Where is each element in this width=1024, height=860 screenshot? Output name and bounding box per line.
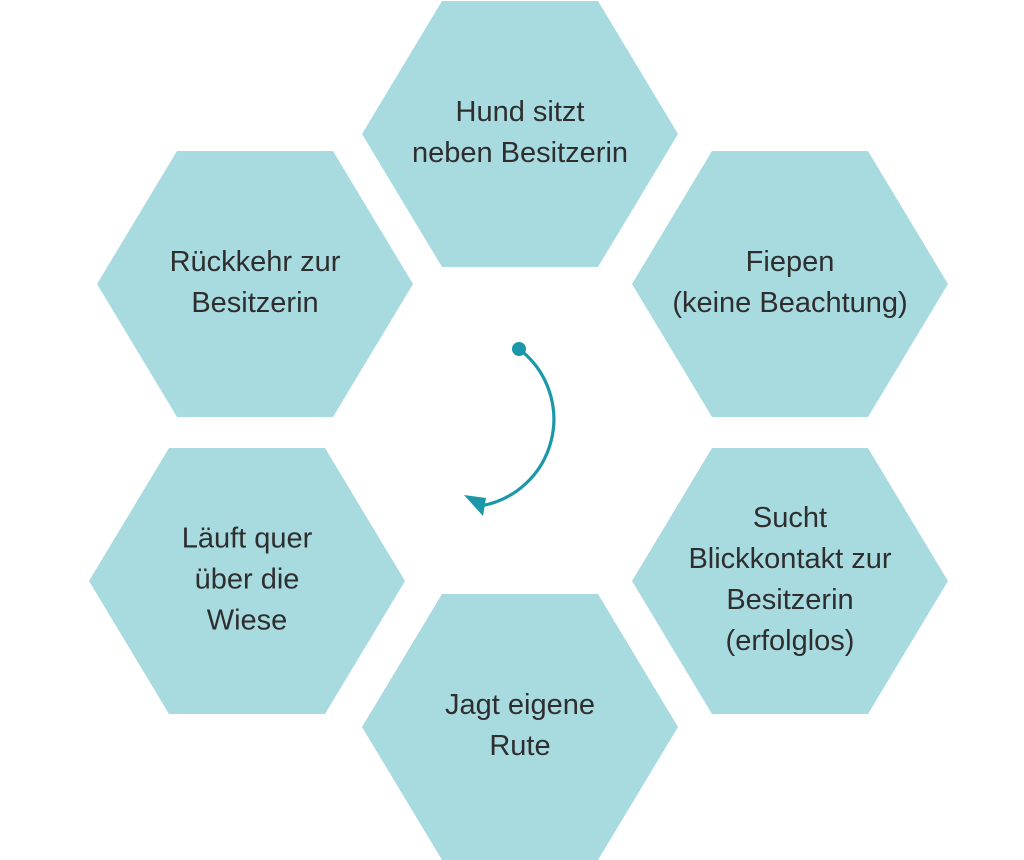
hexagon-label-line: Rute <box>489 730 550 762</box>
hexagon-label-line: Jagt eigene <box>445 689 595 721</box>
hexagon-label-line: (keine Beachtung) <box>672 287 907 319</box>
hexagon-label-line: Rückkehr zur <box>170 246 341 278</box>
hexagon-label-line: Wiese <box>207 605 288 637</box>
hexagon-shape <box>89 448 405 714</box>
hexagon-step-fiepen: Fiepen (keine Beachtung) <box>632 151 948 417</box>
hexagon-label-line: Läuft quer <box>182 523 313 555</box>
hexagon-shape <box>362 594 678 860</box>
hexagon-step-hund-sitzt: Hund sitzt neben Besitzerin <box>362 1 678 267</box>
hexagon-label-line: Sucht <box>753 502 827 534</box>
hexagon-label-line: Fiepen <box>746 246 835 278</box>
cycle-arrow-head <box>464 495 486 516</box>
cycle-arrow <box>464 342 556 516</box>
hexagon-shape <box>632 151 948 417</box>
cycle-arrow-start-dot <box>512 342 526 356</box>
cycle-arrow-arc <box>478 347 556 508</box>
hexagon-shape <box>97 151 413 417</box>
hexagon-label-line: Besitzerin <box>726 584 853 616</box>
hexagon-label-line: (erfolglos) <box>726 625 855 657</box>
hexagon-label-line: Besitzerin <box>191 287 318 319</box>
hexagon-label-line: Blickkontakt zur <box>688 543 891 575</box>
hexagon-shape <box>632 448 948 714</box>
hexagon-label-line: über die <box>195 564 300 596</box>
hexagon-label-line: Hund sitzt <box>456 96 585 128</box>
hexagon-label-line: neben Besitzerin <box>412 137 628 169</box>
hexagon-shape <box>362 1 678 267</box>
